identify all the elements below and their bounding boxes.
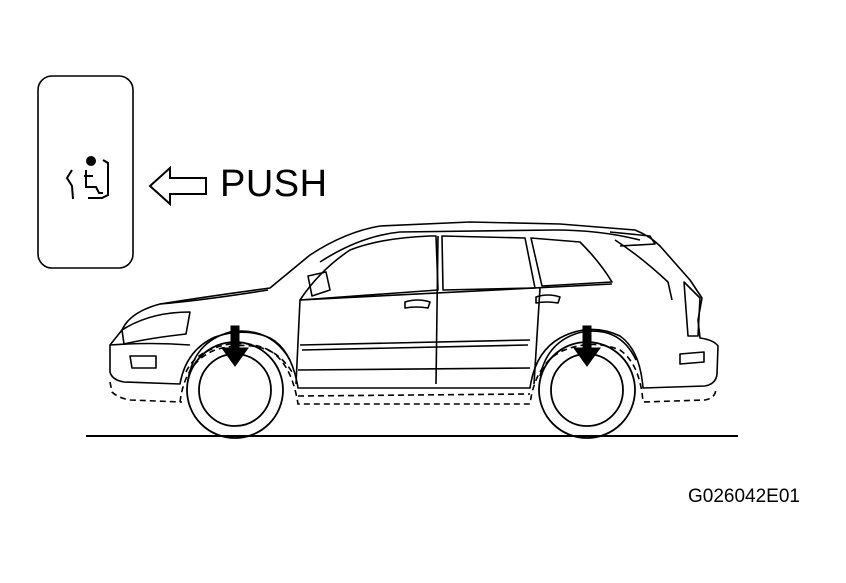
figure-code: G026042E01 xyxy=(688,486,800,507)
lowered-body-outline xyxy=(110,344,716,404)
down-arrow-icon xyxy=(574,326,600,366)
push-label: PUSH xyxy=(220,163,328,205)
vehicle-body xyxy=(110,222,718,388)
down-arrow-icon xyxy=(222,326,248,366)
left-arrow-icon xyxy=(150,168,206,204)
switch-panel xyxy=(38,76,133,268)
height-control-switch-icon xyxy=(67,157,108,199)
